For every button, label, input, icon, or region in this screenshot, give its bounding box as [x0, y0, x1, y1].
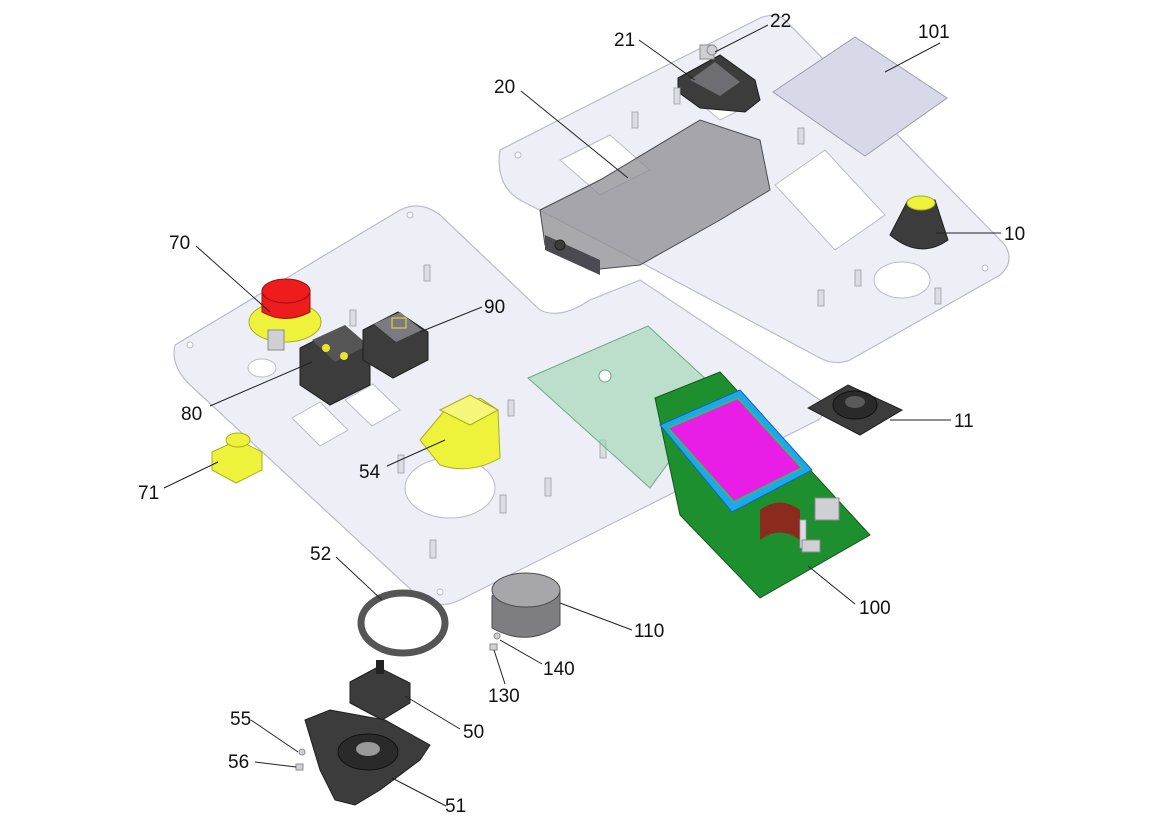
callout-50: 50 [463, 722, 484, 743]
display-pcb [654, 371, 871, 599]
gasket-sheet [772, 36, 948, 157]
main-plate-small-hole [247, 358, 277, 378]
flange-base [304, 709, 431, 806]
callout-80: 80 [181, 404, 202, 425]
nut-130 [489, 643, 498, 651]
main-plate-window-left [291, 401, 349, 447]
key-switch-screw [706, 44, 718, 56]
callout-20: 20 [494, 77, 515, 98]
rotary-switch [349, 660, 411, 721]
main-plate-window-right [344, 383, 401, 427]
callout-56: 56 [228, 752, 249, 773]
callout-21: 21 [614, 30, 635, 51]
callout-140: 140 [543, 659, 575, 680]
main-plate [173, 205, 826, 606]
callout-130: 130 [488, 686, 520, 707]
upper-plate-round-hole [873, 261, 931, 299]
callout-100: 100 [859, 598, 891, 619]
callout-101: 101 [918, 22, 950, 43]
callout-55: 55 [230, 709, 251, 730]
o-ring [357, 589, 449, 657]
washer-140 [493, 632, 501, 640]
callout-10: 10 [1004, 224, 1025, 245]
yellow-knob [419, 394, 501, 470]
emergency-stop-button [248, 278, 322, 351]
buzzer [491, 572, 561, 638]
nut-56 [295, 763, 304, 771]
mechanism-housing [539, 119, 771, 275]
leader-lines [163, 24, 1001, 807]
display-screen [666, 396, 804, 504]
key-switch-housing [677, 44, 761, 113]
callout-51: 51 [445, 796, 466, 817]
washer-55 [298, 748, 306, 756]
callout-90: 90 [484, 297, 505, 318]
callout-110: 110 [634, 621, 664, 642]
callout-11: 11 [954, 411, 974, 432]
callout-52: 52 [310, 544, 331, 565]
yellow-cap [211, 432, 263, 484]
callout-54: 54 [359, 462, 381, 483]
callout-70: 70 [169, 233, 190, 254]
callout-22: 22 [770, 11, 791, 32]
upper-plate-window-right [774, 149, 886, 251]
callout-labels: 10 11 20 21 22 101 70 80 90 54 71 52 110… [138, 11, 1025, 817]
rotary-knob [889, 195, 949, 250]
callout-71: 71 [138, 483, 159, 504]
flange-bearing-right [806, 384, 904, 436]
rocker-switch-80 [299, 325, 371, 406]
rocker-switch-90 [362, 311, 429, 379]
